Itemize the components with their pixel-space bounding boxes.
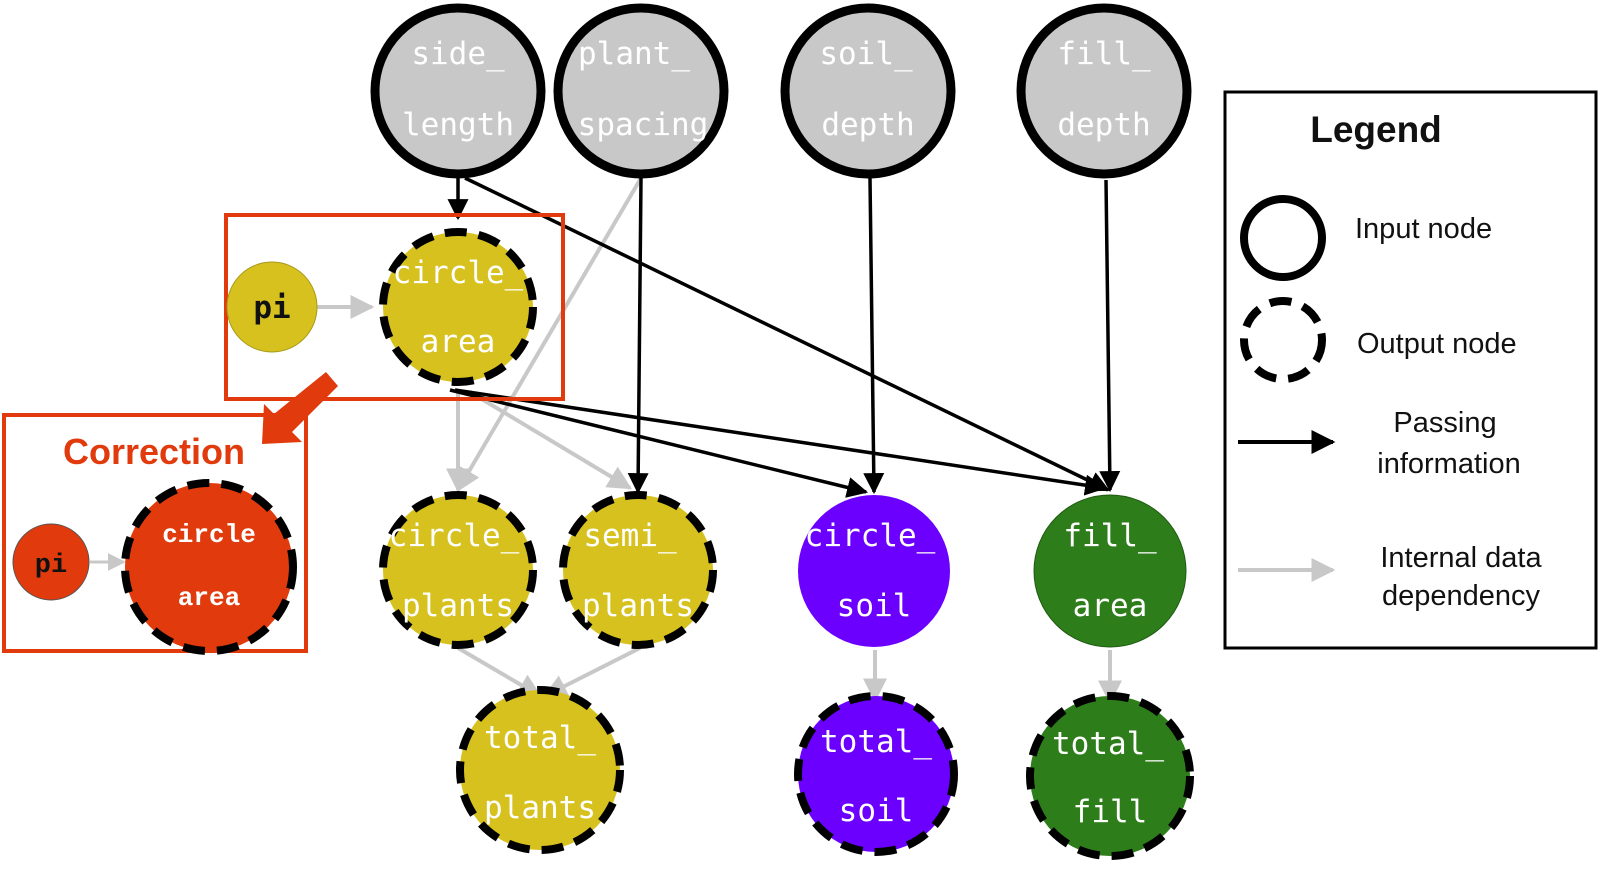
legend-passing-line1: Passing bbox=[1393, 407, 1496, 439]
node-pi: pi bbox=[226, 261, 318, 353]
node-circle-area: circle_ area bbox=[379, 228, 537, 386]
node-pi-label: pi bbox=[253, 290, 290, 326]
correction-node-line2: area bbox=[178, 583, 240, 613]
correction-title: Correction bbox=[63, 431, 245, 472]
node-semi-plants-line2: plants bbox=[582, 588, 694, 624]
legend-input-symbol bbox=[1240, 195, 1326, 281]
edge-circle-area-circle-soil bbox=[449, 388, 869, 498]
node-soil-depth: soil_ depth bbox=[780, 3, 956, 179]
edge-circle-plants-total-plants bbox=[456, 646, 543, 698]
node-total-plants-line1: total_ bbox=[484, 720, 596, 756]
edge-semi-plants-total-plants bbox=[542, 646, 641, 698]
input-nodes: side_ length plant_ spacing soil_ depth … bbox=[370, 3, 1192, 179]
node-soil-depth-line1: soil_ bbox=[819, 36, 913, 72]
correction-box bbox=[2, 413, 308, 653]
node-fill-area: fill_ area bbox=[1033, 494, 1187, 648]
node-fill-depth-line1: fill_ bbox=[1057, 36, 1151, 72]
legend-output-label: Output node bbox=[1357, 328, 1517, 360]
legend-internal-line1: Internal data bbox=[1380, 542, 1542, 574]
legend-passing-line2: information bbox=[1377, 448, 1520, 480]
edge-fill-depth-fill-area bbox=[1099, 179, 1121, 493]
node-total-soil-line2: soil bbox=[839, 793, 914, 829]
node-total-fill-line1: total_ bbox=[1052, 726, 1164, 762]
node-circle-area-line2: area bbox=[421, 324, 496, 360]
passing-edges bbox=[447, 176, 1121, 498]
legend-title: Legend bbox=[1310, 109, 1442, 150]
node-plant-spacing: plant_ spacing bbox=[553, 3, 729, 179]
legend-output-symbol bbox=[1240, 297, 1326, 383]
edge-circle-area-fill-area bbox=[454, 388, 1107, 496]
node-total-plants-line2: plants bbox=[484, 790, 596, 826]
legend: Legend Input node Output node Passing in… bbox=[1223, 90, 1598, 650]
edge-circle-area-semi-plants bbox=[468, 390, 633, 490]
correction-node-pi: pi bbox=[12, 523, 90, 601]
internal-edges bbox=[317, 176, 1122, 705]
node-circle-soil: circle_ soil bbox=[798, 495, 950, 647]
correction-node-line1: circle bbox=[162, 520, 256, 550]
node-side-length-line1: side_ bbox=[411, 36, 505, 72]
node-plant-spacing-line2: spacing bbox=[578, 107, 709, 143]
legend-input-label: Input node bbox=[1355, 213, 1492, 245]
edge-plant-spacing-circle-plants bbox=[456, 176, 643, 493]
legend-box bbox=[1223, 90, 1598, 650]
edge-plant-spacing-semi-plants bbox=[627, 177, 649, 495]
node-circle-plants-line2: plants bbox=[402, 588, 514, 624]
legend-internal-line2: dependency bbox=[1382, 580, 1541, 612]
correction-arrow bbox=[262, 372, 338, 444]
node-circle-soil-line2: soil bbox=[837, 588, 912, 624]
node-fill-area-line2: area bbox=[1073, 588, 1148, 624]
node-fill-depth-line2: depth bbox=[1057, 107, 1150, 143]
node-fill-depth: fill_ depth bbox=[1016, 3, 1192, 179]
node-plant-spacing-line1: plant_ bbox=[578, 36, 690, 72]
node-circle-area-line1: circle_ bbox=[393, 255, 524, 291]
correction-pi-label: pi bbox=[35, 551, 67, 581]
node-fill-area-line1: fill_ bbox=[1063, 518, 1157, 554]
node-circle-soil-line1: circle_ bbox=[805, 518, 936, 554]
node-semi-plants-line1: semi_ bbox=[583, 518, 677, 554]
node-total-fill: total_ fill bbox=[1026, 692, 1194, 860]
node-soil-depth-line2: depth bbox=[821, 107, 914, 143]
highlight-box bbox=[224, 213, 565, 401]
node-circle-plants-line1: circle_ bbox=[389, 518, 520, 554]
node-total-plants: total_ plants bbox=[456, 686, 624, 854]
node-circle-plants: circle_ plants bbox=[379, 491, 537, 649]
edge-soil-depth-circle-soil bbox=[863, 177, 885, 495]
node-side-length-line2: length bbox=[402, 107, 514, 143]
node-side-length: side_ length bbox=[370, 3, 546, 179]
node-total-fill-line2: fill bbox=[1073, 794, 1148, 830]
edge-side-length-fill-area bbox=[464, 176, 1110, 492]
correction-callout: Correction pi circle area bbox=[2, 372, 338, 655]
node-total-soil-line1: total_ bbox=[820, 724, 932, 760]
correction-node-circle-area: circle area bbox=[121, 479, 297, 655]
node-semi-plants: semi_ plants bbox=[559, 491, 717, 649]
node-total-soil: total_ soil bbox=[794, 692, 958, 856]
